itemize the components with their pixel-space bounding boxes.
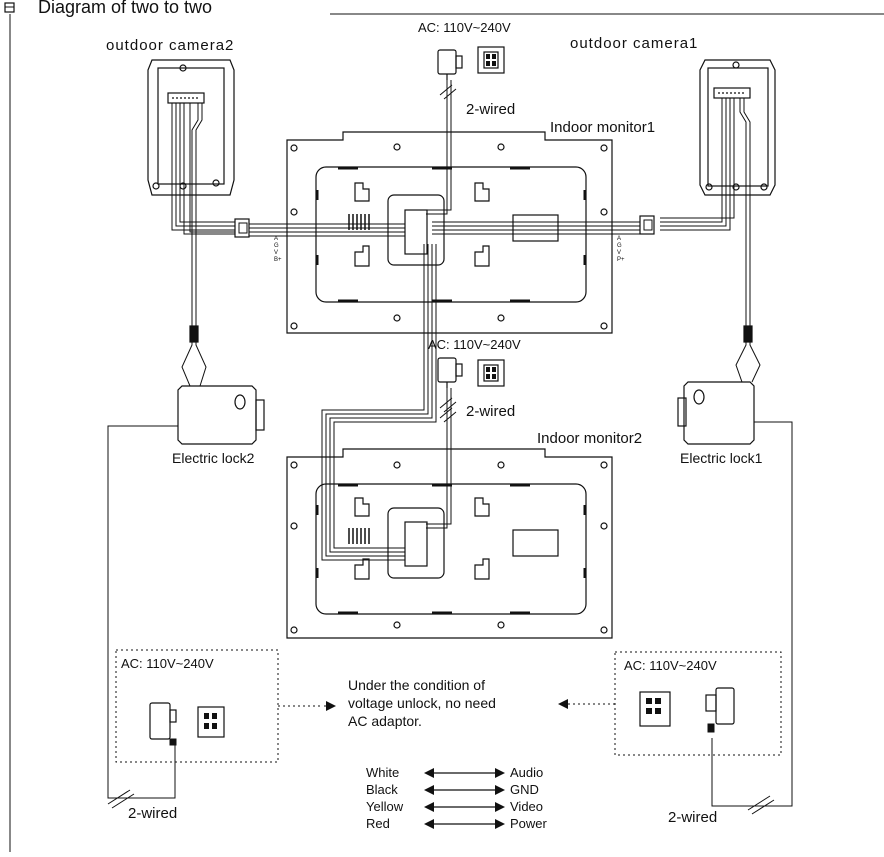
outdoor-camera2 [147, 59, 235, 196]
camera2-cable [171, 103, 405, 326]
ac-box-left [107, 649, 336, 809]
label-outdoor-camera2: outdoor camera2 [106, 37, 235, 54]
terminal-left-b: B+ [274, 257, 282, 263]
legend-signal-power: Power [510, 816, 547, 831]
legend-signal-video: Video [510, 799, 544, 814]
label-indoor-monitor1: Indoor monitor1 [550, 119, 656, 136]
unlock-note-line3: AC adaptor. [348, 713, 422, 729]
label-ac-right: AC: 110V~240V [624, 658, 717, 673]
diagram-title: Diagram of two to two [38, 0, 213, 17]
terminal-right-p: P+ [617, 257, 625, 263]
legend-color-red: Red [366, 816, 390, 831]
ac-adaptor-top [426, 46, 505, 215]
terminal-left-g: G [274, 243, 279, 249]
label-wired-right: 2-wired [668, 809, 718, 826]
electric-lock2 [107, 325, 265, 799]
terminal-right-a: A [617, 236, 622, 242]
legend-signal-audio: Audio [510, 765, 544, 780]
legend-color-white: White [366, 765, 400, 780]
label-ac-left: AC: 110V~240V [121, 656, 214, 671]
label-electric-lock2: Electric lock2 [172, 450, 255, 466]
legend-color-yellow: Yellow [366, 799, 404, 814]
label-wired-mid: 2-wired [466, 403, 516, 420]
ac-adaptor-mid [426, 357, 505, 529]
label-ac-mid: AC: 110V~240V [428, 337, 521, 352]
monitor-link-cable [321, 244, 437, 561]
terminal-labels-right: A G V P+ [617, 236, 625, 264]
terminal-right-v: V [617, 250, 622, 256]
wire-ticks [439, 407, 457, 423]
label-electric-lock1: Electric lock1 [680, 450, 763, 466]
unlock-note-line2: voltage unlock, no need [348, 695, 496, 711]
label-indoor-monitor2: Indoor monitor2 [537, 430, 643, 447]
electric-lock1 [677, 325, 793, 807]
terminal-left-v: V [274, 250, 279, 256]
legend-color-black: Black [366, 782, 398, 797]
terminal-right-g: G [617, 243, 622, 249]
legend-signal-gnd: GND [510, 782, 539, 797]
page-frame [4, 2, 884, 852]
legend-arrows [424, 768, 505, 829]
label-outdoor-camera1: outdoor camera1 [570, 35, 699, 52]
label-wired-left: 2-wired [128, 805, 178, 822]
indoor-monitor2 [286, 448, 613, 639]
label-ac-top: AC: 110V~240V [418, 20, 511, 35]
ac-box-right [558, 651, 782, 815]
outdoor-camera1 [699, 59, 776, 196]
terminal-labels-left: A G V B+ [274, 236, 282, 264]
unlock-note-line1: Under the condition of [348, 677, 485, 693]
label-wired-top: 2-wired [466, 101, 516, 118]
terminal-left-a: A [274, 236, 279, 242]
camera1-cable [432, 98, 751, 326]
